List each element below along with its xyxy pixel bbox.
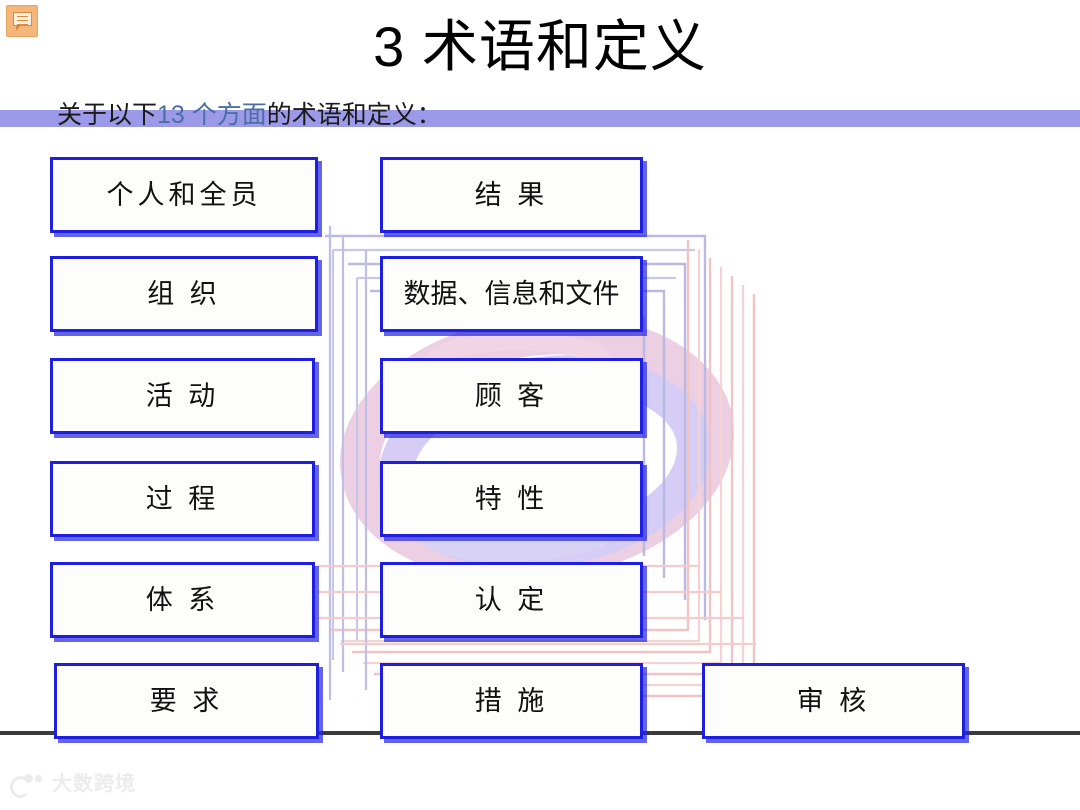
concept-box-label: 体 系 [145, 585, 220, 615]
concept-box-label: 认 定 [474, 585, 549, 615]
concept-box-label: 结 果 [474, 180, 549, 210]
watermark-logo-icon [10, 773, 44, 798]
subtitle-highlight-count: 13 个方面 [157, 101, 267, 129]
concept-box-label: 要 求 [149, 686, 224, 716]
subtitle-line: 关于以下13 个方面的术语和定义： [57, 98, 442, 132]
concept-box-label: 数据、信息和文件 [403, 279, 620, 309]
concept-box-label: 特 性 [474, 484, 549, 514]
concept-box-label: 活 动 [145, 381, 220, 411]
concept-box-activity[interactable]: 活 动 [50, 358, 315, 434]
note-bubble-shape [13, 12, 32, 26]
concept-box-determination[interactable]: 认 定 [380, 562, 643, 638]
concept-box-requirement[interactable]: 要 求 [54, 663, 319, 739]
concept-box-label: 审 核 [796, 686, 871, 716]
concept-box-customer[interactable]: 顾 客 [380, 358, 643, 434]
concept-box-audit[interactable]: 审 核 [702, 663, 965, 739]
watermark-text: 大数跨境 [52, 773, 136, 795]
subtitle-prefix: 关于以下 [57, 101, 158, 129]
concept-box-label: 组 织 [147, 279, 221, 309]
concept-box-characteristic[interactable]: 特 性 [380, 461, 643, 537]
concept-box-personnel[interactable]: 个人和全员 [50, 157, 318, 233]
subtitle-highlight-band [0, 110, 1080, 127]
concept-box-label: 措 施 [474, 686, 549, 716]
concept-box-measure[interactable]: 措 施 [380, 663, 643, 739]
concept-box-label: 个人和全员 [106, 180, 262, 210]
note-bubble-tail [16, 25, 21, 31]
subtitle-suffix: 的术语和定义： [266, 101, 442, 129]
concept-box-organization[interactable]: 组 织 [50, 256, 318, 332]
watermark: 大数跨境 [10, 772, 136, 798]
concept-box-data-information-document[interactable]: 数据、信息和文件 [380, 256, 643, 332]
concept-box-system[interactable]: 体 系 [50, 562, 315, 638]
concept-box-label: 顾 客 [474, 381, 549, 411]
concept-box-process[interactable]: 过 程 [50, 461, 315, 537]
concept-box-result[interactable]: 结 果 [380, 157, 643, 233]
comment-note-icon[interactable] [6, 5, 38, 37]
concept-box-label: 过 程 [145, 484, 220, 514]
page-title: 3 术语和定义 [373, 15, 707, 78]
